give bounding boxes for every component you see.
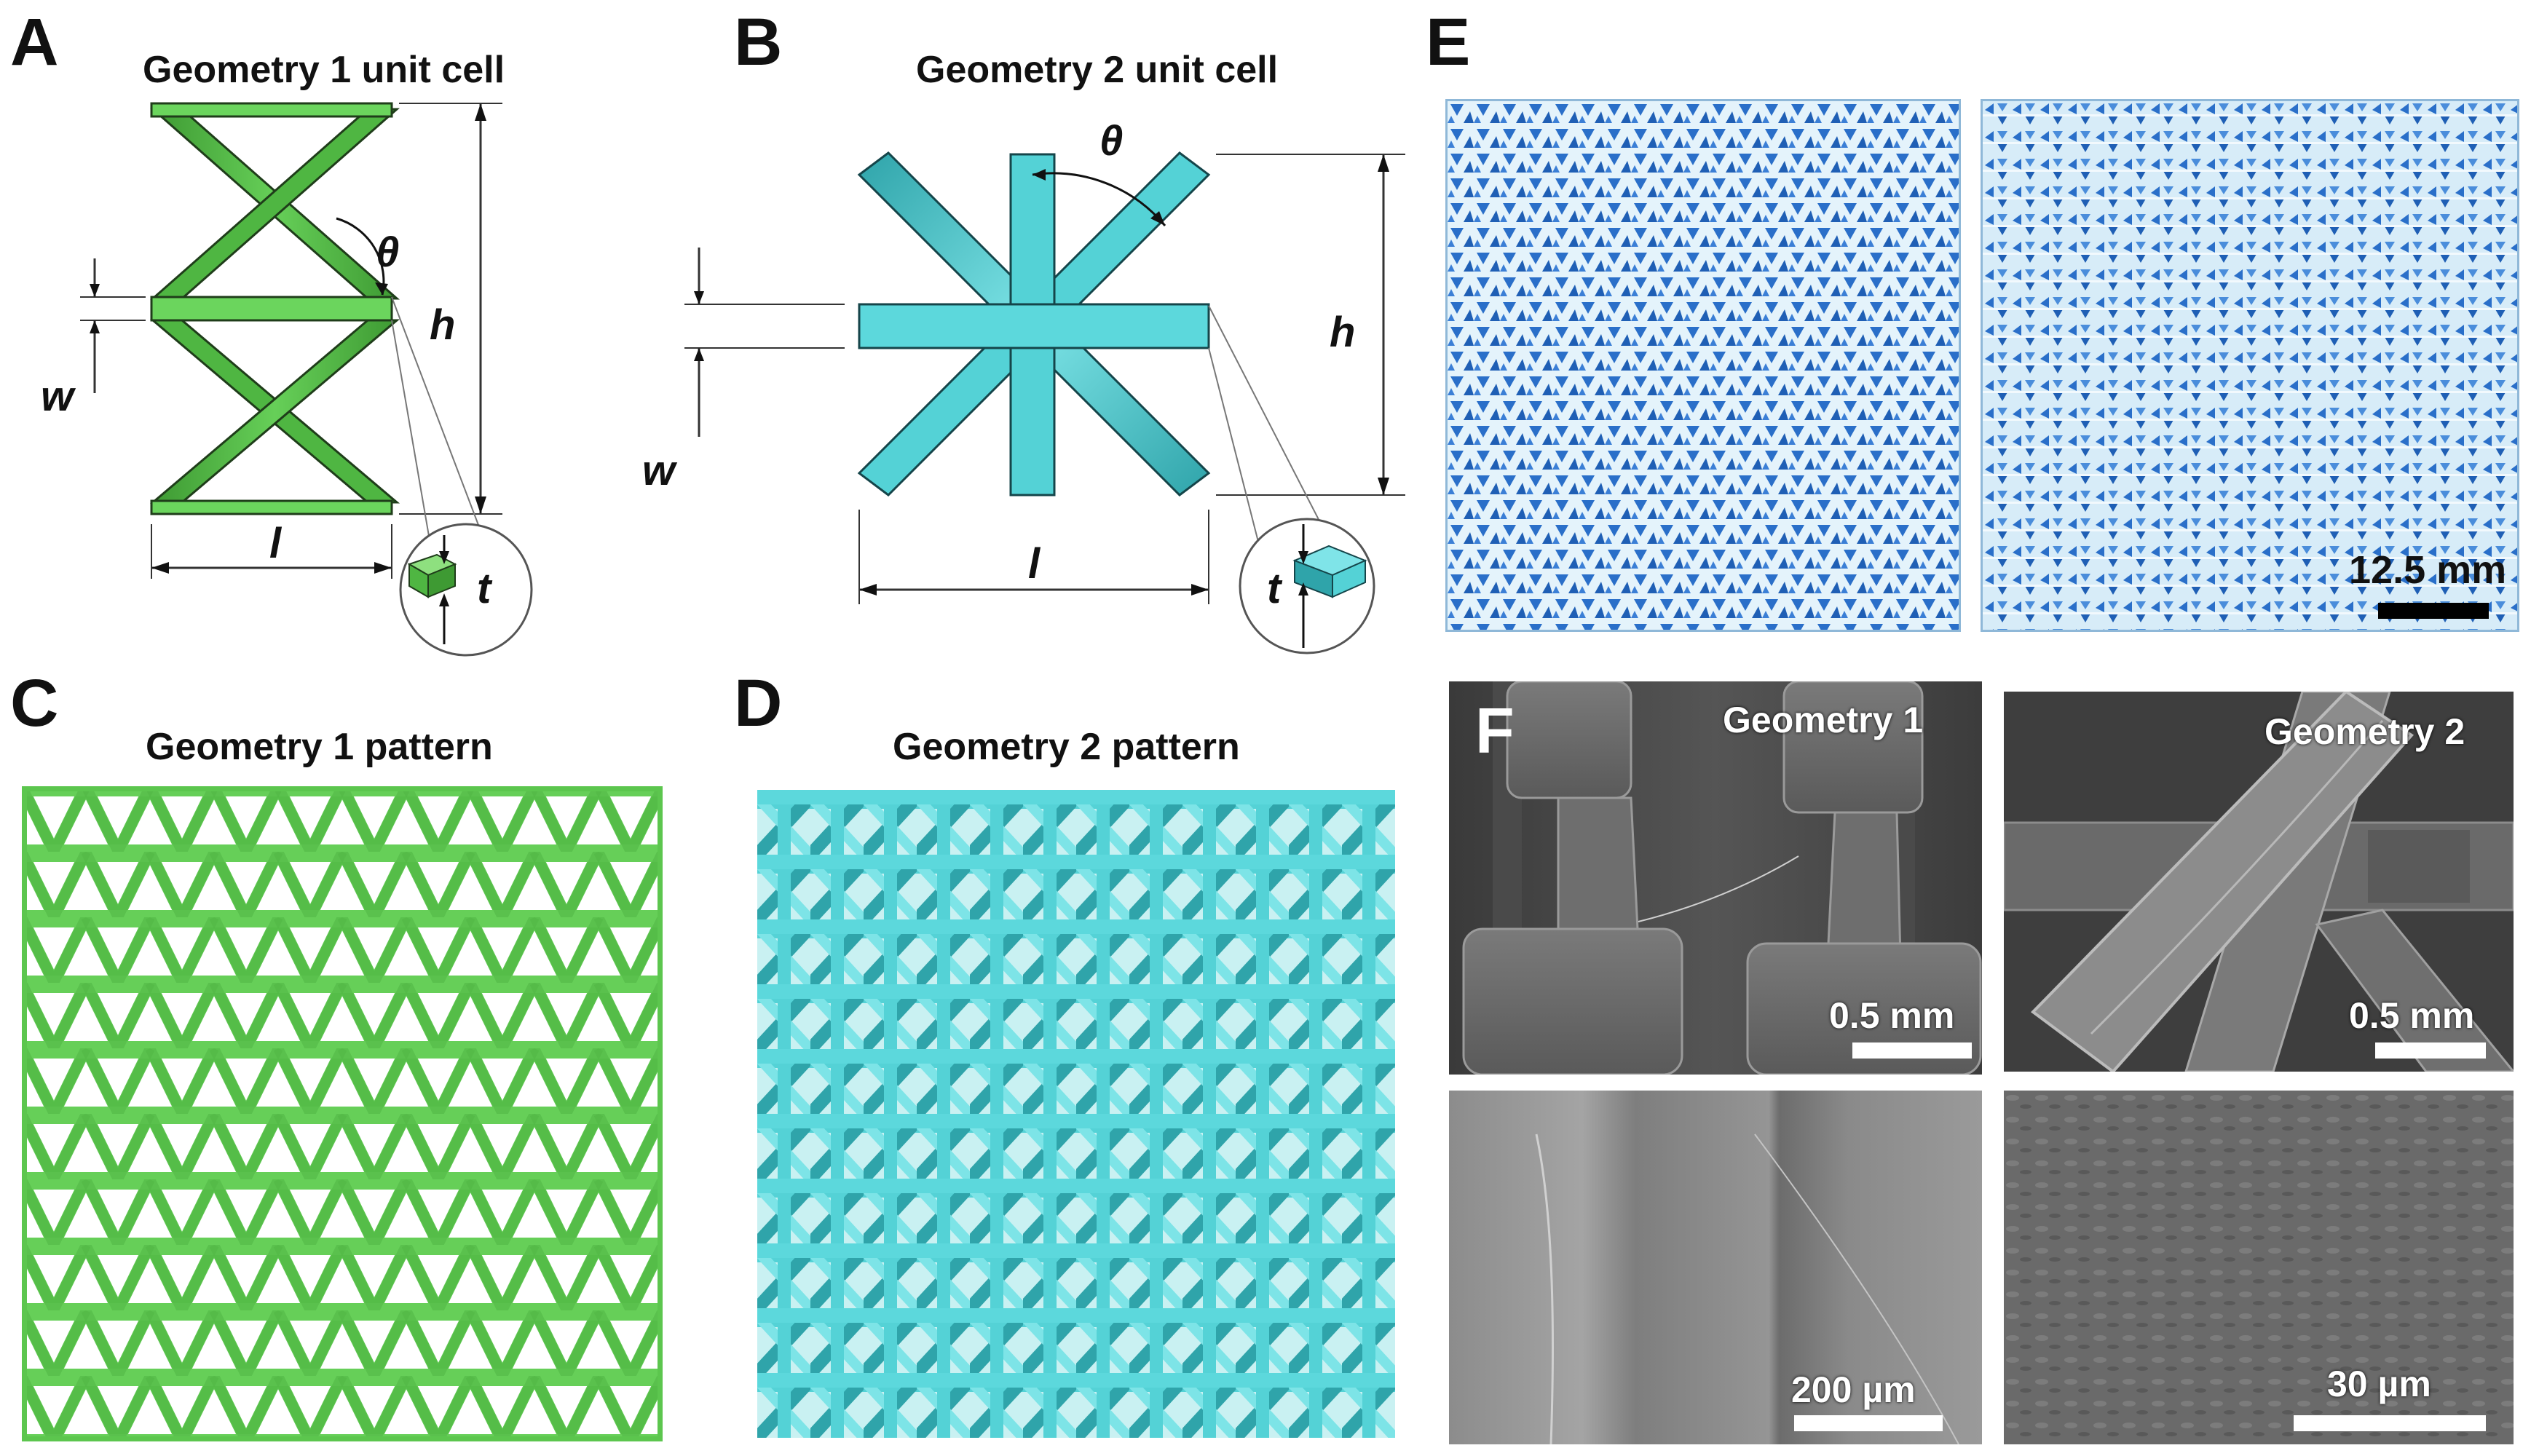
panel-letter-b: B [734, 5, 783, 79]
photo-scale-label: 12.5 mm [2349, 548, 2507, 592]
geometry-2-unit-cell-diagram [684, 151, 1405, 654]
sem-2-scale-bar [2375, 1042, 2486, 1059]
sem-2-scale-label: 0.5 mm [2349, 995, 2475, 1036]
l-label-a: l [269, 520, 282, 567]
h-label-b: h [1330, 309, 1356, 356]
sem-geometry-2-high-mag [2004, 1091, 2514, 1444]
mid-bar-a [150, 296, 393, 322]
l-label-b: l [1028, 540, 1041, 587]
sem-1-scale-label: 0.5 mm [1829, 995, 1955, 1036]
panel-c-title: Geometry 1 pattern [146, 726, 493, 768]
panel-letter-f: F [1475, 695, 1515, 767]
strut-b-horizontal [858, 303, 1210, 349]
panel-letter-d: D [734, 666, 783, 740]
panel-letter-a: A [10, 5, 59, 79]
h-label-a: h [430, 301, 456, 349]
panel-letter-c: C [10, 666, 59, 740]
w-label-a: w [41, 373, 74, 420]
theta-arc-a [336, 217, 385, 296]
geometry-1-pattern [22, 786, 663, 1441]
sem-4-scale-bar [2294, 1415, 2486, 1431]
sem-geometry-1-high-mag [1449, 1091, 1982, 1444]
theta-label-a: θ [376, 229, 400, 276]
sem-2-label: Geometry 2 [2265, 711, 2465, 752]
t-label-b: t [1267, 565, 1282, 612]
sem-3-scale-label: 200 µm [1791, 1369, 1916, 1410]
sem-1-scale-bar [1852, 1042, 1972, 1059]
top-bar-a [150, 102, 393, 118]
printed-geometry-1-photo [1445, 99, 1961, 632]
sem-geometry-1-low-mag [1449, 681, 1982, 1075]
t-label-a: t [477, 565, 491, 612]
panel-b-title: Geometry 2 unit cell [916, 49, 1279, 91]
sem-1-label: Geometry 1 [1723, 700, 1924, 740]
photo-scale-bar [2378, 603, 2489, 619]
geometry-2-pattern [757, 790, 1395, 1438]
theta-label-b: θ [1099, 117, 1124, 165]
w-label-b: w [642, 447, 676, 494]
sem-3-scale-bar [1794, 1415, 1943, 1431]
theta-arc-b [1032, 172, 1166, 226]
panel-d-title: Geometry 2 pattern [893, 726, 1240, 768]
panel-a-title: Geometry 1 unit cell [143, 49, 505, 91]
panel-letter-e: E [1426, 5, 1471, 79]
geometry-1-unit-cell-diagram [80, 102, 533, 657]
bottom-bar-a [150, 499, 393, 515]
sem-4-scale-label: 30 µm [2327, 1364, 2431, 1404]
sem-geometry-2-low-mag [2004, 692, 2514, 1072]
printed-geometry-2-photo [1981, 99, 2519, 632]
